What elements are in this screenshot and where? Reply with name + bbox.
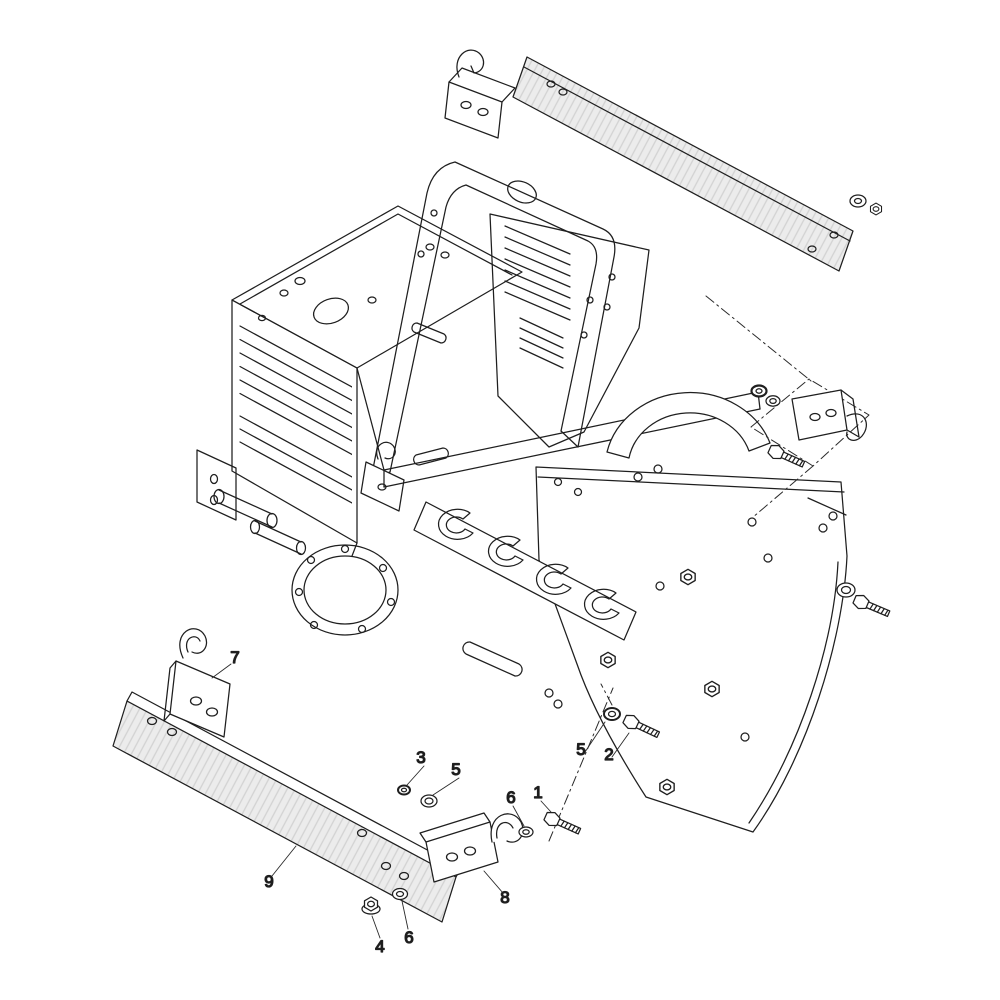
saddle-cutouts: [437, 508, 620, 620]
right-bracket-assembly: [750, 384, 867, 472]
cradle-rail: [413, 501, 637, 677]
bracket-8: [419, 812, 524, 883]
washer-3: [397, 784, 411, 796]
mounting-flange: [291, 542, 399, 636]
callout-4: 4: [375, 937, 384, 956]
vent-slats: [239, 325, 352, 504]
washer-5b: [603, 707, 621, 721]
callout-9: 9: [264, 872, 273, 891]
callout-5b: 5: [576, 740, 585, 759]
right-bolt-washer: [836, 582, 892, 621]
top-bar-plate: [512, 56, 854, 272]
callout-2: 2: [604, 745, 613, 764]
washer-6a: [518, 826, 534, 838]
nut-4: [361, 896, 381, 915]
tower-plate: [489, 213, 650, 448]
washer-5a: [420, 794, 438, 808]
bolt-1: [542, 809, 583, 839]
left-pins: [196, 449, 307, 556]
callout-5a: 5: [451, 760, 460, 779]
bottom-bar-plate: [112, 691, 462, 923]
arch-base-bracket: [360, 441, 405, 512]
top-bracket: [444, 49, 516, 139]
leader-lines: [211, 663, 630, 939]
callout-6b: 6: [404, 928, 413, 947]
callout-6a: 6: [506, 788, 515, 807]
top-bar-fastener: [849, 194, 883, 216]
callout-8: 8: [500, 888, 509, 907]
assembly-guide-lines: [548, 295, 870, 842]
callouts: 1 2 3 4 5 5 6 6 7 8 9: [230, 647, 615, 956]
fender-arc: [606, 391, 771, 459]
bracket-bolt: [766, 442, 807, 472]
callout-7: 7: [230, 648, 239, 667]
callout-1: 1: [533, 783, 542, 802]
right-side-plate: [535, 464, 848, 833]
rollbar-arch: [370, 161, 616, 480]
bracket-7: [163, 628, 231, 738]
callout-3: 3: [416, 748, 425, 767]
main-frame-assembly: [196, 161, 848, 833]
washer-6b: [391, 887, 409, 901]
